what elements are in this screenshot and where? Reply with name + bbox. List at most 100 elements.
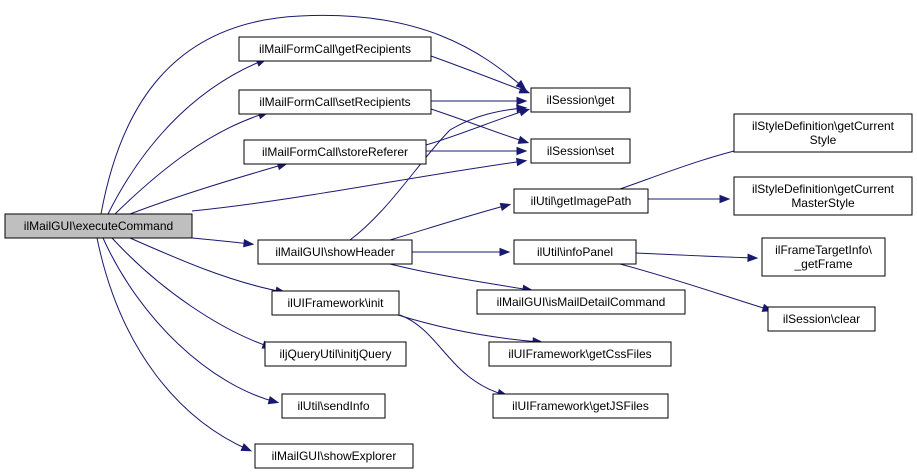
edge-line: [425, 109, 528, 146]
edge-line: [389, 204, 509, 241]
arrowhead-icon: [267, 396, 280, 405]
node-label: MasterStyle: [791, 196, 855, 210]
node-initjQuery[interactable]: iljQueryUtil\initjQuery: [264, 341, 407, 367]
edge-line: [349, 107, 525, 241]
node-label: ilStyleDefinition\getCurrent: [752, 182, 895, 196]
node-label: iljQueryUtil\initjQuery: [279, 347, 391, 361]
edge-line: [129, 237, 284, 293]
edge-getRecipients-to-sessionGet: [430, 55, 531, 94]
node-setRecipients[interactable]: ilMailFormCall\setRecipients: [238, 89, 432, 115]
node-infoPanel[interactable]: ilUtil\infoPanel: [513, 239, 637, 265]
node-sendInfo[interactable]: ilUtil\sendInfo: [281, 393, 386, 419]
arrowhead-icon: [518, 85, 531, 94]
node-getCssFiles[interactable]: ilUIFramework\getCssFiles: [488, 341, 672, 367]
node-box: [271, 290, 400, 316]
node-storeReferer[interactable]: ilMailFormCall\storeReferer: [243, 139, 427, 165]
node-label: ilMailFormCall\setRecipients: [259, 95, 410, 109]
edge-line: [100, 14, 525, 215]
node-label: ilUIFramework\init: [287, 296, 384, 310]
node-box: [254, 443, 414, 469]
edge-setRecipients-to-sessionSet: [430, 108, 530, 144]
edge-infoPanel-to-getFrame: [635, 252, 759, 263]
node-box: [476, 289, 686, 315]
arrowhead-icon: [747, 253, 759, 263]
node-executeCommand[interactable]: ilMailGUI\executeCommand: [4, 213, 193, 239]
node-label: ilSession\set: [547, 144, 615, 158]
node-box: [733, 113, 913, 153]
node-label: ilMailFormCall\getRecipients: [259, 42, 411, 56]
node-label: ilMailGUI\executeCommand: [24, 219, 173, 233]
edge-executeCommand-to-storeReferer: [129, 162, 289, 215]
edge-setRecipients-to-sessionGet: [430, 96, 528, 106]
edge-showHeader-to-sessionGet: [349, 104, 528, 241]
edge-line: [96, 237, 250, 451]
node-sessionSet[interactable]: ilSession\set: [530, 138, 631, 164]
node-label: ilMailGUI\isMailDetailCommand: [497, 295, 666, 309]
node-box: [264, 341, 407, 367]
node-label: Style: [810, 133, 837, 147]
node-box: [238, 89, 432, 115]
edge-executeCommand-to-getRecipients: [107, 58, 268, 215]
arrowhead-icon: [516, 96, 528, 106]
node-label: ilStyleDefinition\getCurrent: [752, 119, 895, 133]
edge-line: [399, 314, 506, 396]
node-showHeader[interactable]: ilMailGUI\showHeader: [257, 239, 413, 265]
node-label: ilUtil\getImagePath: [531, 194, 632, 208]
nodes-layer: ilMailGUI\executeCommand ilMailFormCall\g…: [4, 36, 913, 469]
node-showExplorer[interactable]: ilMailGUI\showExplorer: [254, 443, 414, 469]
node-getJSFiles[interactable]: ilUIFramework\getJSFiles: [492, 393, 669, 419]
node-label: ilFrameTargetInfo\: [775, 243, 872, 257]
node-box: [513, 188, 649, 214]
node-box: [488, 341, 672, 367]
edge-showHeader-to-getImagePath: [389, 202, 512, 241]
edge-executeCommand-to-showHeader: [191, 237, 255, 248]
node-label: _getFrame: [793, 257, 852, 271]
edge-line: [191, 237, 252, 245]
arrowhead-icon: [243, 239, 255, 248]
node-label: ilUIFramework\getJSFiles: [512, 399, 649, 413]
arrowhead-icon: [516, 146, 528, 156]
edge-line: [111, 237, 271, 348]
node-getFrame[interactable]: ilFrameTargetInfo\_getFrame: [761, 237, 886, 277]
arrowhead-icon: [517, 135, 530, 144]
node-isMailDetailCommand[interactable]: ilMailGUI\isMailDetailCommand: [476, 289, 686, 315]
node-label: ilUtil\infoPanel: [537, 245, 613, 259]
edge-line: [102, 237, 277, 403]
arrowhead-icon: [499, 202, 512, 212]
node-getImagePath[interactable]: ilUtil\getImagePath: [513, 188, 649, 214]
node-box: [530, 87, 631, 113]
node-sessionGet[interactable]: ilSession\get: [530, 87, 631, 113]
node-box: [761, 237, 886, 277]
node-box: [530, 138, 631, 164]
edge-line: [129, 163, 286, 215]
arrowhead-icon: [516, 104, 528, 113]
arrowhead-icon: [499, 247, 511, 257]
node-label: ilMailGUI\showHeader: [275, 245, 394, 259]
edge-line: [397, 314, 541, 343]
node-box: [733, 176, 913, 216]
edge-showHeader-to-infoPanel: [412, 247, 511, 257]
edge-line: [191, 160, 525, 212]
edge-showHeader-to-isMailDetailCommand: [389, 263, 534, 293]
node-sessionClear[interactable]: ilSession\clear: [767, 306, 876, 332]
node-label: ilUtil\sendInfo: [297, 399, 369, 413]
node-label: ilMailFormCall\storeReferer: [262, 145, 408, 159]
node-box: [4, 213, 193, 239]
edge-line: [430, 55, 528, 93]
edge-uiInit-to-getCssFiles: [397, 314, 544, 346]
edge-executeCommand-to-sendInfo: [102, 237, 280, 405]
edge-line: [619, 263, 771, 311]
node-box: [281, 393, 386, 419]
edge-line: [430, 108, 527, 143]
node-uiInit[interactable]: ilUIFramework\init: [271, 290, 400, 316]
node-box: [513, 239, 637, 265]
edge-executeCommand-to-showExplorer: [96, 237, 253, 452]
node-box: [492, 393, 669, 419]
arrowhead-icon: [516, 157, 528, 167]
node-box: [243, 139, 427, 165]
node-getRecipients[interactable]: ilMailFormCall\getRecipients: [238, 36, 432, 62]
edge-executeCommand-to-initjQuery: [111, 237, 274, 349]
